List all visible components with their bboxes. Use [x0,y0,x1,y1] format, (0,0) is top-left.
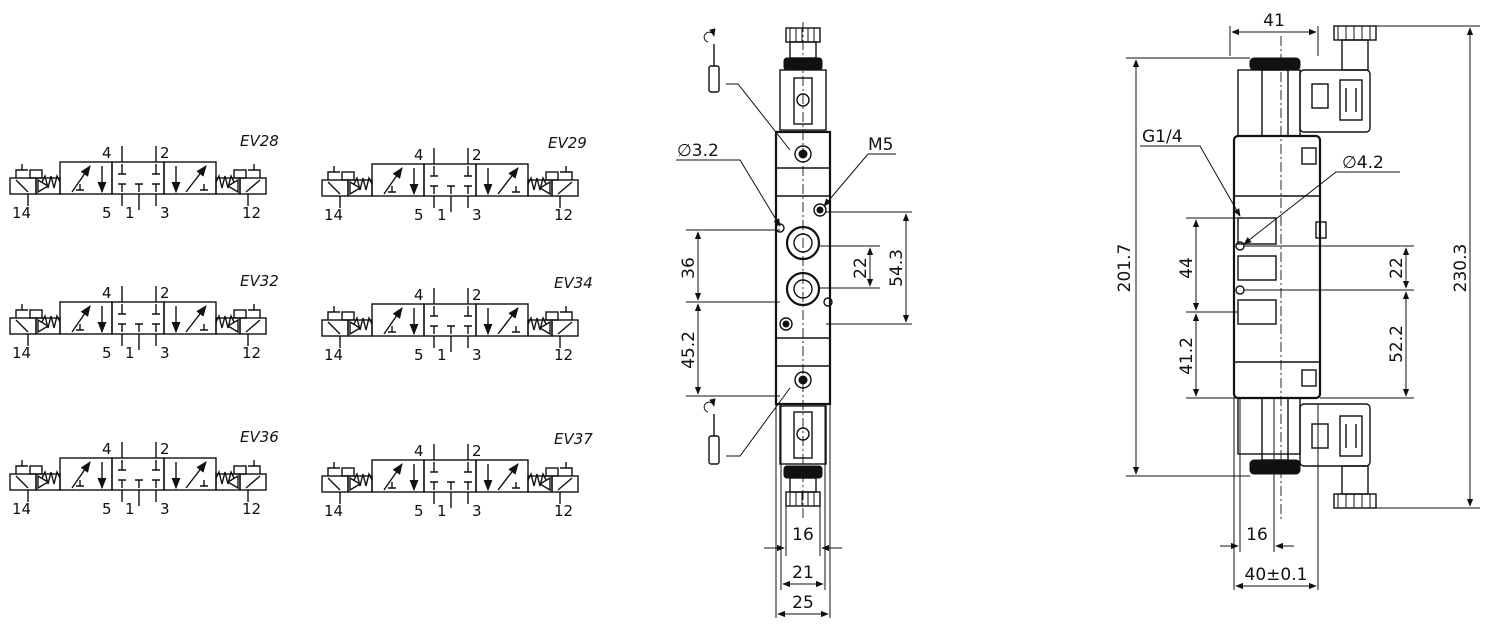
port-label-2: 2 [160,284,170,302]
port-label-14: 14 [12,500,31,518]
port-label-3: 3 [472,502,482,520]
label-port-thread: G1/4 [1142,127,1183,147]
dim-22: 22 [851,257,871,279]
port-label-1: 1 [437,346,447,364]
port-label-12: 12 [554,346,573,364]
dim-230-3: 230.3 [1451,244,1471,293]
port-label-5: 5 [414,502,424,520]
port-label-2: 2 [472,442,482,460]
side-view: 41 G1/4 ∅4.2 201.7 44 41.2 22 52.2 230.3 [1115,11,1480,590]
port-label-3: 3 [472,206,482,224]
screwdriver-bottom-icon [703,387,791,465]
port-label-14: 14 [12,204,31,222]
port-label-1: 1 [125,204,135,222]
dim-40: 40±0.1 [1245,565,1308,585]
symbol-ev28: EV28 14 12 4 2 5 1 3 [10,132,279,222]
front-view: ∅3.2 M5 36 45.2 22 54.3 16 21 25 [676,22,912,618]
port-label-5: 5 [102,204,112,222]
port-label-12: 12 [554,502,573,520]
label-side-hole-diameter: ∅4.2 [1342,153,1384,173]
label-thread-m5: M5 [868,135,893,155]
port-label-4: 4 [414,146,424,164]
port-label-14: 14 [324,206,343,224]
symbol-title: EV32 [240,272,279,290]
port-label-14: 14 [12,344,31,362]
symbol-ev34: EV34 14 12 4 2 5 1 3 [322,274,593,364]
symbol-title: EV28 [240,132,279,150]
port-label-3: 3 [160,500,170,518]
port-label-3: 3 [160,344,170,362]
port-label-3: 3 [472,346,482,364]
port-label-2: 2 [160,440,170,458]
port-label-3: 3 [160,204,170,222]
port-label-12: 12 [242,204,261,222]
screwdriver-top-icon [703,28,791,151]
port-label-5: 5 [102,344,112,362]
symbol-ev29: EV29 14 12 4 2 5 1 3 [322,134,587,224]
dim-25: 25 [792,593,814,613]
port-label-1: 1 [125,344,135,362]
dim-21: 21 [792,563,814,583]
port-label-4: 4 [414,286,424,304]
port-label-5: 5 [414,206,424,224]
dim-41-2: 41.2 [1177,337,1197,375]
port-label-12: 12 [554,206,573,224]
dim-52-2: 52.2 [1387,325,1407,363]
symbol-ev32: EV32 14 12 4 2 5 1 3 [10,272,279,362]
symbol-title: EV36 [240,428,279,446]
dim-16-side: 16 [1246,525,1268,545]
port-label-12: 12 [242,500,261,518]
port-label-4: 4 [102,440,112,458]
port-label-4: 4 [102,284,112,302]
port-label-5: 5 [414,346,424,364]
dim-45-2: 45.2 [679,331,699,369]
dim-44: 44 [1177,257,1197,279]
dim-16: 16 [792,525,814,545]
symbol-ev36: EV36 14 12 4 2 5 1 3 [10,428,279,518]
port-label-2: 2 [160,144,170,162]
port-label-12: 12 [242,344,261,362]
dim-22-side: 22 [1387,257,1407,279]
symbol-title: EV29 [548,134,587,152]
symbol-ev37: EV37 14 12 4 2 5 1 3 [322,430,593,520]
port-label-4: 4 [102,144,112,162]
port-label-2: 2 [472,286,482,304]
dim-54-3: 54.3 [887,249,907,287]
port-label-1: 1 [125,500,135,518]
label-hole-diameter: ∅3.2 [677,141,719,161]
port-label-1: 1 [437,206,447,224]
symbol-title: EV34 [554,274,593,292]
port-label-4: 4 [414,442,424,460]
port-label-14: 14 [324,346,343,364]
port-label-2: 2 [472,146,482,164]
dim-41: 41 [1263,11,1285,31]
port-label-1: 1 [437,502,447,520]
port-label-14: 14 [324,502,343,520]
port-label-5: 5 [102,500,112,518]
dim-36: 36 [679,257,699,279]
symbol-title: EV37 [554,430,593,448]
dim-201-7: 201.7 [1115,244,1135,293]
